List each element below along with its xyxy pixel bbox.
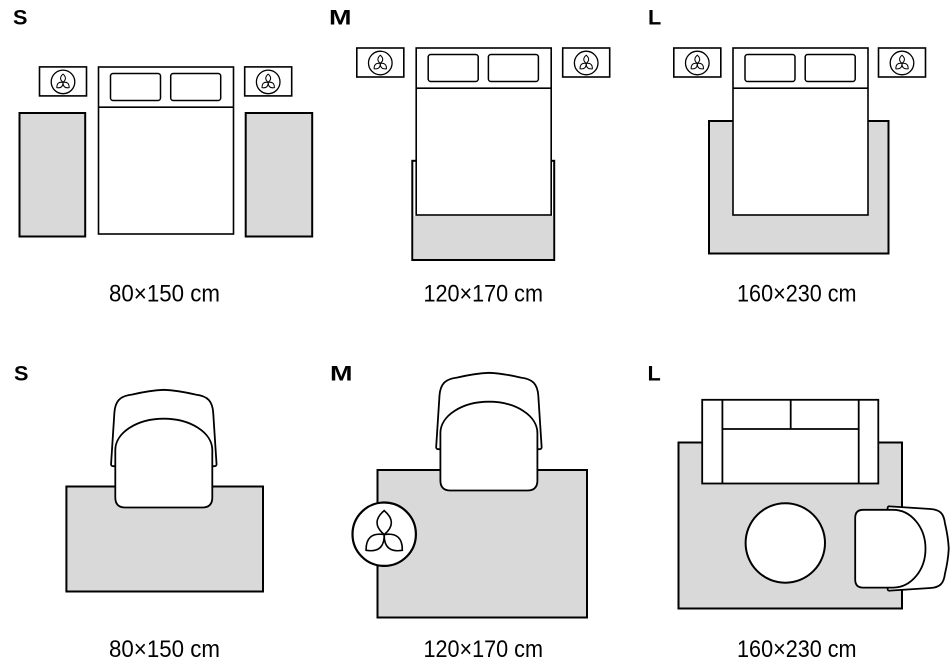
svg-text:L: L — [648, 360, 661, 385]
svg-text:S: S — [14, 360, 28, 385]
svg-text:160×230 cm: 160×230 cm — [737, 281, 857, 308]
svg-text:80×150 cm: 80×150 cm — [109, 636, 220, 663]
svg-text:S: S — [13, 5, 27, 30]
svg-text:80×150 cm: 80×150 cm — [109, 281, 220, 308]
svg-text:M: M — [330, 360, 353, 385]
svg-text:120×170 cm: 120×170 cm — [423, 281, 543, 308]
svg-text:L: L — [648, 5, 661, 30]
svg-text:M: M — [329, 5, 352, 30]
svg-text:120×170 cm: 120×170 cm — [423, 636, 543, 663]
svg-text:160×230 cm: 160×230 cm — [737, 636, 857, 663]
